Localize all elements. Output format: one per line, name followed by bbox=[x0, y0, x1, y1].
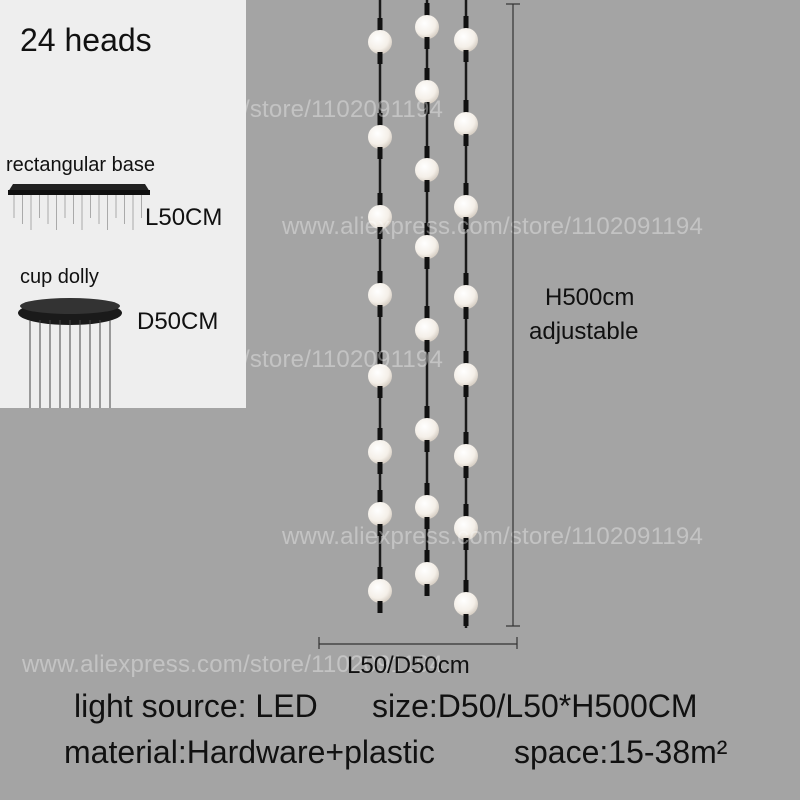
cup-dolly-dimension: D50CM bbox=[137, 308, 219, 335]
globe-head bbox=[368, 579, 392, 603]
globe-head bbox=[368, 205, 392, 229]
globe-head bbox=[415, 495, 439, 519]
globe-head bbox=[368, 502, 392, 526]
size-spec: size:D50/L50*H500CM bbox=[372, 688, 698, 724]
rectangular-base-dimension: L50CM bbox=[145, 204, 223, 231]
globe-head bbox=[454, 592, 478, 616]
width-dimension-label: L50/D50cm bbox=[347, 652, 470, 679]
material-spec: material:Hardware+plastic bbox=[64, 734, 435, 770]
cup-dolly-label: cup dolly bbox=[20, 266, 99, 288]
globe-head bbox=[454, 28, 478, 52]
light-source-spec: light source: LED bbox=[74, 688, 318, 724]
base-diagrams bbox=[8, 184, 150, 408]
height-dimension-label: H500cm bbox=[545, 284, 635, 311]
globe-head bbox=[454, 195, 478, 219]
globe-head bbox=[368, 30, 392, 54]
globe-head bbox=[454, 363, 478, 387]
globe-head bbox=[415, 562, 439, 586]
height-adjustable-label: adjustable bbox=[529, 318, 639, 345]
globe-head bbox=[454, 444, 478, 468]
globe-head bbox=[415, 318, 439, 342]
watermark-2: www.aliexpress.com/store/1102091194 bbox=[282, 213, 703, 240]
watermark-5: www.aliexpress.com/store/1102091194 bbox=[22, 651, 443, 678]
globe-head bbox=[454, 285, 478, 309]
rectangular-base-label: rectangular base bbox=[6, 154, 155, 176]
globe-head bbox=[415, 15, 439, 39]
watermark-4: www.aliexpress.com/store/1102091194 bbox=[282, 523, 703, 550]
space-spec: space:15-38m² bbox=[514, 734, 728, 770]
globe-head bbox=[368, 283, 392, 307]
globe-head bbox=[454, 516, 478, 540]
base-options-panel: 24 heads rectangular base L50CM cup doll… bbox=[0, 0, 246, 408]
globe-head bbox=[415, 418, 439, 442]
globe-head bbox=[415, 158, 439, 182]
rectangular-base-diagram bbox=[8, 184, 150, 230]
globe-head bbox=[368, 125, 392, 149]
globe-head bbox=[454, 112, 478, 136]
globe-head bbox=[415, 235, 439, 259]
heads-count-title: 24 heads bbox=[20, 22, 152, 58]
globe-head bbox=[368, 364, 392, 388]
globe-head bbox=[368, 440, 392, 464]
round-base-diagram bbox=[18, 298, 122, 408]
globe-head bbox=[415, 80, 439, 104]
